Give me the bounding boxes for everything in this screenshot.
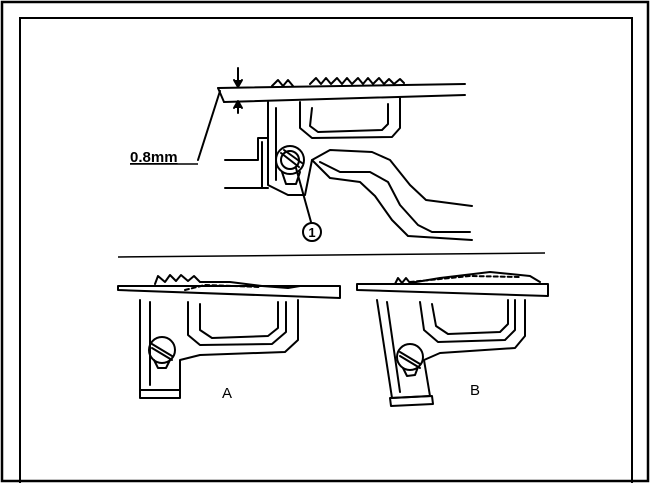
- needle-plate-top-line: [217, 83, 466, 89]
- view-a-screw-slot: [151, 343, 173, 361]
- view-b-screw-shank: [402, 366, 419, 377]
- left-bracket: [224, 137, 269, 189]
- view-a-feed-teeth: [154, 274, 301, 289]
- view-b-window-outer: [419, 299, 516, 343]
- view-b-label: B: [470, 382, 480, 399]
- screw-slot: [280, 149, 303, 168]
- feed-dog-lower-arm: [319, 161, 471, 233]
- view-b-feed-teeth: [394, 271, 541, 285]
- dimension-leader: [197, 90, 221, 161]
- section-divider: [117, 252, 546, 258]
- view-a-foot: [139, 389, 181, 399]
- view-a-label: A: [222, 385, 232, 402]
- needle-plate-lower-line: [223, 94, 466, 103]
- feed-dog-window-inner: [309, 103, 389, 133]
- view-b-foot: [389, 395, 434, 407]
- inner-frame: [19, 17, 633, 483]
- view-a-window-outer: [187, 301, 287, 346]
- view-b-screw-slot: [399, 351, 421, 369]
- view-b-screw-outer: [396, 343, 424, 371]
- feed-dog-window-outer: [299, 97, 401, 139]
- view-b-tooth-hidden: [409, 275, 521, 283]
- dimension-arrowhead-bottom: [233, 100, 243, 109]
- view-a: [117, 274, 341, 399]
- screw-head-outer: [275, 145, 305, 175]
- top-view: [197, 67, 473, 242]
- dimension-arrowhead-top: [233, 79, 243, 88]
- view-a-needle-plate: [117, 285, 341, 299]
- callout-number: 1: [308, 225, 315, 240]
- view-b: [356, 271, 549, 407]
- view-b-needle-plate: [356, 283, 549, 297]
- dimension-label: 0.8mm: [130, 149, 178, 166]
- view-b-front-edge: [386, 301, 401, 393]
- view-a-screw-outer: [148, 336, 176, 364]
- view-a-screw-shank: [153, 359, 171, 369]
- view-a-tooth-hidden: [184, 284, 261, 291]
- feed-dog-lower-arm-edge: [311, 159, 473, 241]
- view-b-window-inner: [431, 299, 509, 335]
- callout-leader: [295, 167, 312, 223]
- feed-dog-teeth: [271, 77, 405, 87]
- needle-plate-left-edge: [217, 87, 225, 103]
- feed-dog-body-outline: [267, 101, 473, 207]
- callout-circle: [302, 222, 322, 242]
- view-a-window-inner: [199, 301, 279, 339]
